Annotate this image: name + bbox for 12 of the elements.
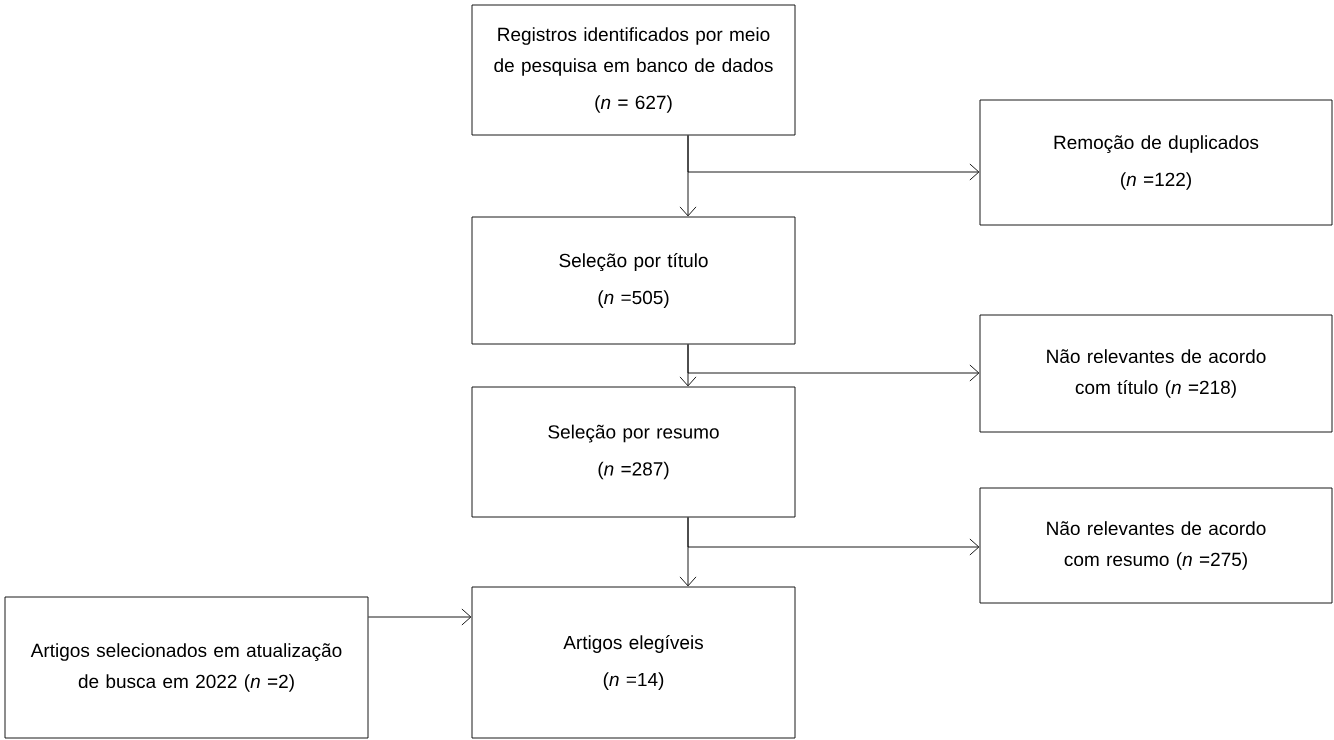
arrow bbox=[687, 517, 980, 556]
process-box: Não relevantes de acordo com título (n =218) bbox=[979, 314, 1333, 433]
arrow bbox=[368, 608, 472, 626]
process-box: Artigos selecionados em atualização de busca em 2022 (n =2) bbox=[4, 596, 369, 739]
arrow bbox=[687, 135, 980, 181]
process-box: Seleção por resumo (n =287) bbox=[471, 386, 796, 518]
process-box: Remoção de duplicados (n =122) bbox=[979, 99, 1333, 226]
process-box: Não relevantes de acordo com resumo (n =275) bbox=[979, 487, 1333, 604]
arrow bbox=[687, 344, 980, 382]
process-box: Artigos elegíveis (n =14) bbox=[471, 586, 796, 739]
process-box: Registros identificados por meio de pesquisa em banco de dados (n = 627) bbox=[471, 4, 796, 136]
process-box: Seleção por título (n =505) bbox=[471, 216, 796, 345]
